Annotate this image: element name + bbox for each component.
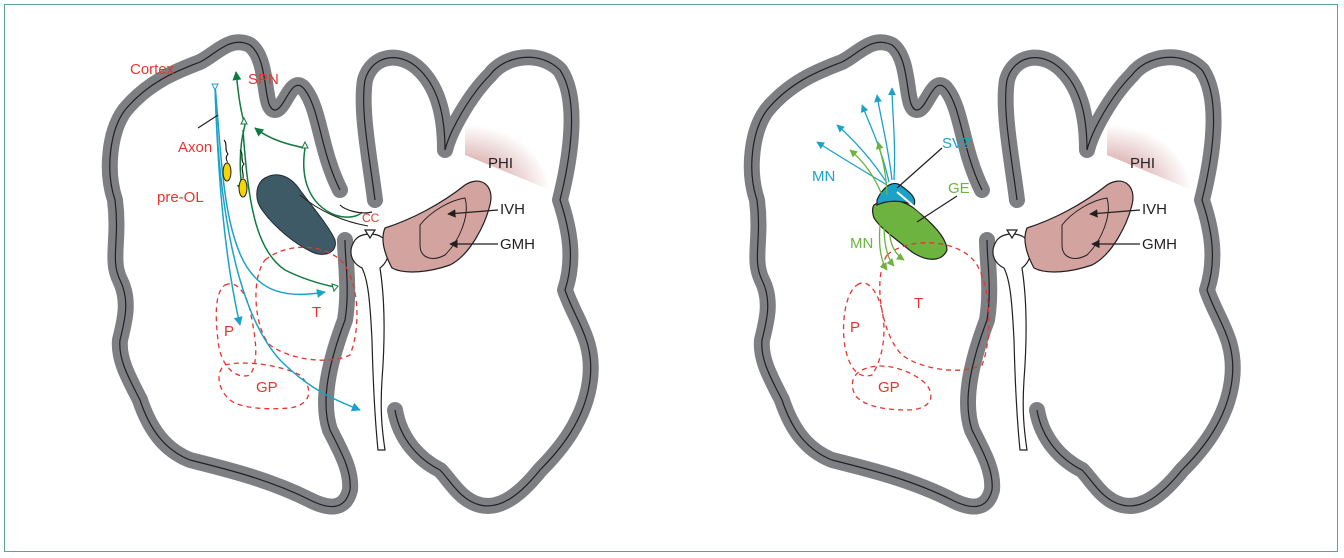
spn-terminal <box>302 142 308 148</box>
right-brain-panel: SVZ MN GE MN PHI IVH GMH T P GP <box>752 42 1233 506</box>
right-panel-left-hemisphere <box>752 42 992 506</box>
right-panel-midline-septum <box>993 234 1031 450</box>
label-ivh-right: IVH <box>1142 201 1167 218</box>
right-hemisphere-cortex <box>364 57 591 506</box>
label-pre-ol: pre-OL <box>157 189 204 206</box>
label-mn-blue: MN <box>812 168 835 185</box>
label-thalamus-right: T <box>914 295 923 312</box>
label-gmh-right: GMH <box>1142 236 1177 253</box>
pre-ol-cells <box>223 140 247 197</box>
label-spn: SPN <box>248 71 279 88</box>
left-brain-panel: Cortex SPN Axon pre-OL CC PHI IVH GMH T … <box>110 42 591 506</box>
putamen-outline <box>216 284 256 376</box>
lateral-ventricle <box>257 175 336 255</box>
axon-cell-body <box>212 84 218 90</box>
right-panel-right-hemisphere <box>1006 57 1233 506</box>
label-gp-right: GP <box>878 379 900 396</box>
label-mn-green: MN <box>850 235 873 252</box>
label-cortex: Cortex <box>130 61 175 78</box>
label-gmh: GMH <box>500 236 535 253</box>
label-phi: PHI <box>488 155 513 172</box>
label-gp: GP <box>256 379 278 396</box>
label-putamen-right: P <box>850 319 860 336</box>
spn-terminal-lower <box>332 284 338 291</box>
label-cc: CC <box>362 211 380 225</box>
label-putamen: P <box>224 323 234 340</box>
label-ivh: IVH <box>500 201 525 218</box>
label-thalamus: T <box>312 304 321 321</box>
label-ge: GE <box>948 180 970 197</box>
midline-septum <box>351 234 389 450</box>
spn-cell-body <box>241 118 247 124</box>
label-axon: Axon <box>178 139 212 156</box>
label-svz: SVZ <box>942 135 971 152</box>
label-phi-right: PHI <box>1130 155 1155 172</box>
